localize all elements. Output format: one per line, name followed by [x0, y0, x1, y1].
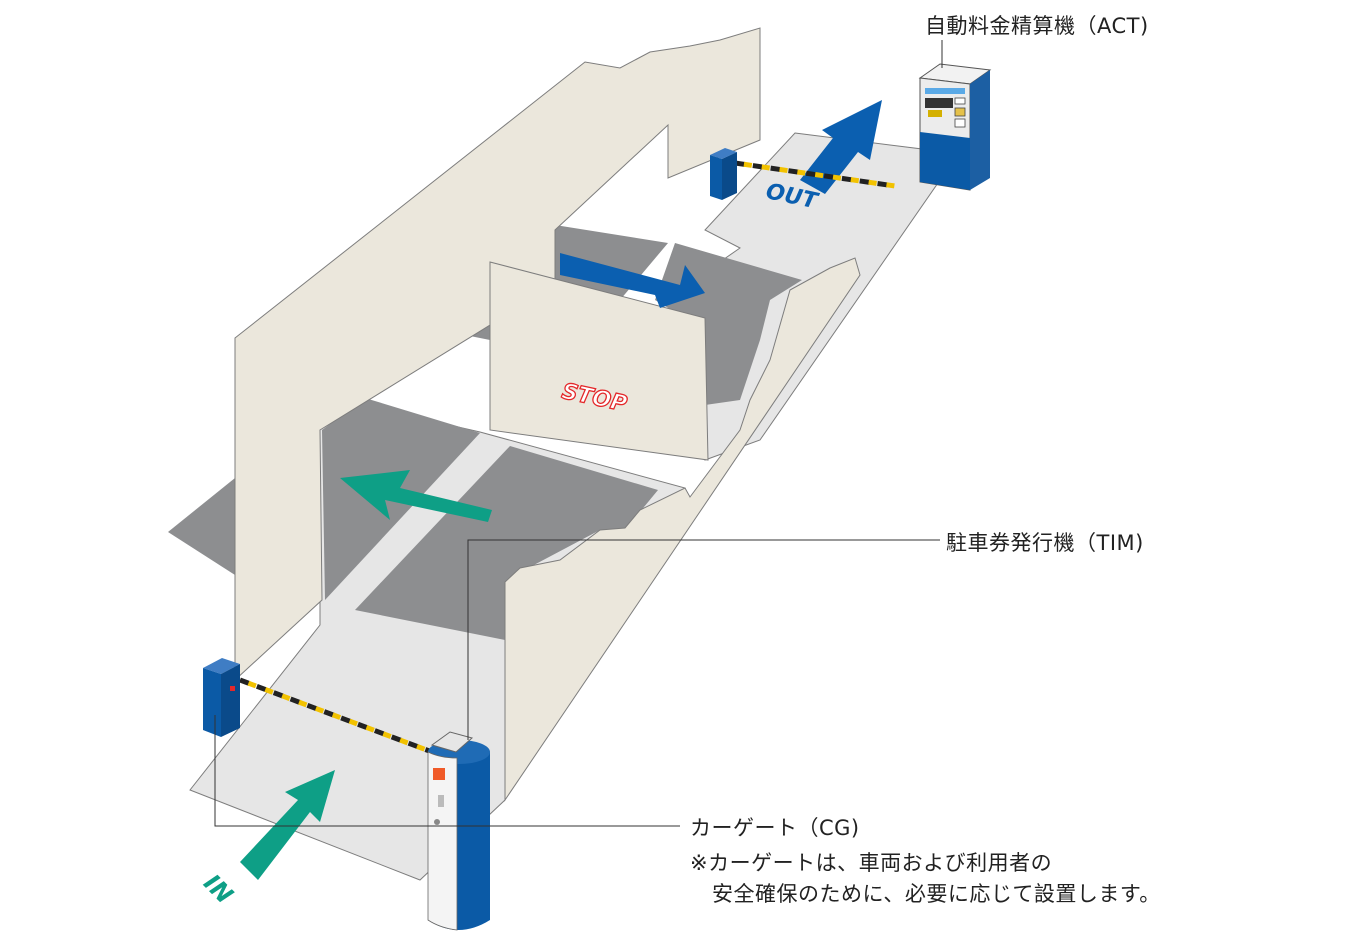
lower-gate-top [203, 658, 240, 674]
floor-dark-left [168, 478, 235, 575]
tim-machine [427, 731, 490, 931]
left-arrow [340, 470, 492, 522]
in-mark: IN [198, 869, 238, 909]
right-arrow [560, 253, 705, 308]
upper-gate-body [710, 155, 722, 200]
lower-gate-body [203, 668, 221, 737]
tim-label: 駐車券発行機（TIM) [946, 531, 1144, 555]
lower-gate-bar-yellow [239, 677, 441, 758]
cg-leader-line [214, 715, 680, 827]
cg-note-line1: ※カーゲートは、車両および利用者の [690, 851, 1053, 875]
upper-gate-bar [734, 160, 896, 189]
act-machine [918, 63, 992, 191]
lower-gate-side [221, 664, 240, 737]
act-label: 自動料金精算機（ACT) [925, 14, 1149, 38]
floor-dark-bay-middle [355, 446, 658, 640]
cg-label: カーゲート（CG) [690, 816, 860, 840]
upper-gate-side [722, 152, 737, 200]
out-arrow [800, 100, 882, 194]
tim-leader-line [467, 539, 940, 740]
in-arrow [240, 770, 335, 880]
floor-dark-bay-upper-left [555, 225, 668, 300]
lower-gate-lamp [230, 686, 235, 691]
cg-note-line2: 安全確保のために、必要に応じて設置します。 [712, 882, 1161, 906]
upper-gate-top [710, 148, 737, 159]
stop-partition [489, 261, 709, 461]
